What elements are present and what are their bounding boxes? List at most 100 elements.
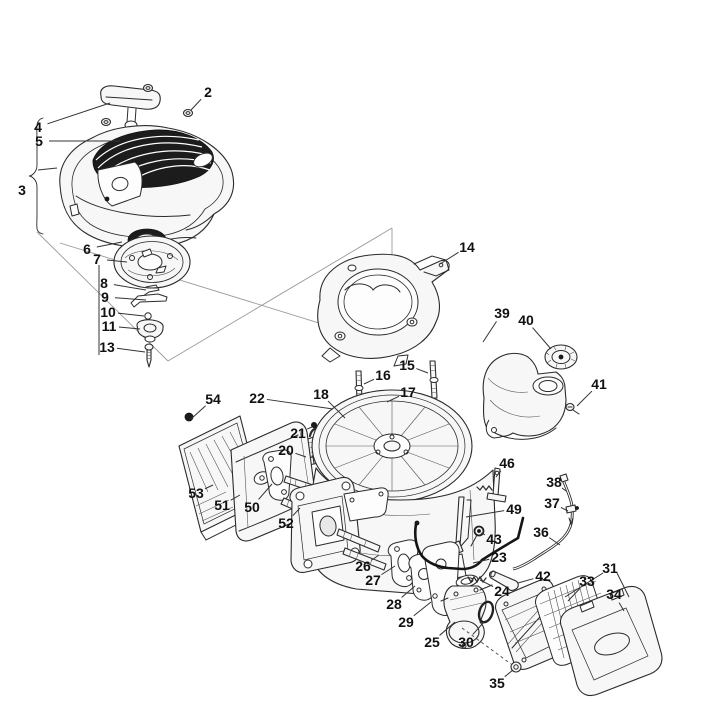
air-filter-group: [461, 575, 663, 697]
callout-17-label: 17: [400, 384, 416, 400]
callout-31-label: 31: [602, 560, 618, 576]
callout-34-leader: [618, 602, 625, 612]
callout-40-leader: [532, 327, 552, 350]
callout-53-leader: [204, 484, 214, 490]
callout-38-label: 38: [546, 474, 562, 490]
callout-25-leader: [439, 621, 456, 636]
callout-10-label: 10: [100, 304, 116, 320]
callout-31-brace-left: [564, 572, 604, 598]
callout-3-cover-tick: [37, 167, 58, 171]
cover-side-hole: [193, 152, 213, 168]
callout-layer: 2345678910111314151617182021222324252627…: [18, 84, 630, 691]
callout-50-label: 50: [244, 499, 260, 515]
callout-51-label: 51: [214, 497, 230, 513]
callout-26-label: 26: [355, 558, 371, 574]
callout-29-label: 29: [398, 614, 414, 630]
callout-18-leader: [327, 400, 346, 419]
pipe-elbow: [559, 473, 569, 483]
callout-17-leader: [386, 395, 400, 403]
callout-2-label: 2: [204, 84, 212, 100]
callout-18-label: 18: [313, 386, 329, 402]
control-bracket: [476, 467, 507, 503]
callout-46-leader: [495, 470, 502, 478]
callout-54-leader: [190, 405, 206, 420]
callout-37-label: 37: [544, 495, 560, 511]
callout-39-leader: [482, 321, 497, 343]
callout-14-leader: [439, 251, 459, 265]
engine-cover: [28, 83, 235, 249]
callout-3-brace: [28, 117, 44, 235]
callout-13-label: 13: [99, 339, 115, 355]
callout-30-leader: [472, 621, 485, 635]
callout-16-label: 16: [375, 367, 391, 383]
starter-spring-clip: [142, 284, 160, 297]
callout-37-leader: [560, 507, 569, 512]
callout-33-label: 33: [579, 573, 595, 589]
friction-cup: [136, 319, 164, 339]
intake-stack: [336, 528, 495, 650]
callout-40-label: 40: [518, 312, 534, 328]
callout-52-label: 52: [278, 515, 294, 531]
callout-5-label: 5: [35, 133, 43, 149]
callout-16-leader: [363, 378, 375, 385]
fuel-tank-group: [482, 344, 580, 440]
callout-42-leader: [517, 578, 534, 584]
hose-clamp: [565, 504, 577, 514]
flywheel-fins: [326, 401, 458, 491]
callout-29-leader: [413, 601, 432, 617]
callout-51-leader: [230, 494, 241, 501]
callout-27-label: 27: [365, 572, 381, 588]
air-filter-cover: [559, 585, 663, 697]
callout-10-leader: [117, 312, 145, 317]
callout-28-leader: [401, 585, 416, 598]
fuel-cap: [544, 344, 578, 370]
callout-34-label: 34: [606, 586, 622, 602]
governor-rod: [413, 516, 525, 571]
callout-8-label: 8: [100, 275, 108, 291]
callout-38-leader: [561, 487, 567, 492]
callout-49-leader: [465, 510, 505, 518]
engine-block: [289, 389, 496, 595]
section-divider-b: [167, 227, 393, 362]
washer-nut: [100, 83, 194, 127]
starter-knob: [144, 312, 152, 320]
starter-lever: [130, 293, 168, 308]
callout-46-label: 46: [499, 455, 515, 471]
callout-24-label: 24: [494, 583, 510, 599]
intake-studs: [336, 528, 387, 571]
callout-28-label: 28: [386, 596, 402, 612]
retainer-bolt: [144, 343, 154, 368]
callout-2-leader: [190, 98, 202, 111]
callout-4-leader: [47, 102, 111, 125]
callout-39-label: 39: [494, 305, 510, 321]
callout-36-label: 36: [533, 524, 549, 540]
callout-22-leader: [266, 398, 334, 410]
callout-15-leader: [416, 368, 429, 374]
callout-41-leader: [576, 390, 593, 407]
callout-22-label: 22: [249, 390, 265, 406]
tank-screw: [565, 402, 580, 415]
callout-4-label: 4: [34, 119, 42, 135]
callout-9-leader: [114, 297, 147, 301]
blower-housing: [317, 253, 450, 367]
callout-9-label: 9: [101, 289, 109, 305]
screw-axis-dashed: [461, 627, 512, 665]
callout-49-label: 49: [506, 501, 522, 517]
callout-21-label: 21: [290, 425, 306, 441]
callout-36-leader: [548, 537, 561, 546]
callout-27-leader: [381, 565, 396, 576]
callout-15-label: 15: [399, 357, 415, 373]
callout-30-label: 30: [458, 634, 474, 650]
cap-nut-54: [184, 412, 194, 422]
callout-33-leader: [567, 587, 581, 602]
callout-11-leader: [118, 326, 141, 330]
carb-o-ring: [477, 600, 495, 624]
callout-43-leader: [480, 532, 486, 536]
filler-neck: [532, 376, 564, 396]
callout-52-leader: [292, 507, 301, 517]
fuel-pipe: [512, 473, 579, 571]
callout-7-leader: [106, 259, 128, 263]
callout-3-label: 3: [18, 182, 26, 198]
